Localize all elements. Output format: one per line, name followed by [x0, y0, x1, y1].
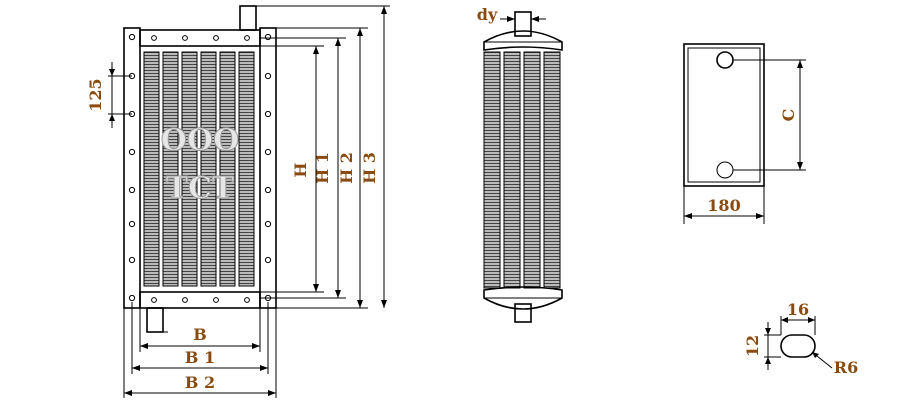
dim-dy — [500, 16, 546, 22]
dim-label-b1: B 1 — [185, 348, 215, 367]
dim-label-16: 16 — [787, 300, 809, 319]
dim-label-h3: H 3 — [360, 152, 379, 184]
side-finned-tubes — [483, 51, 561, 289]
dim-label-r6: R6 — [834, 358, 858, 377]
slot-detail: 16 12 R6 — [743, 300, 858, 377]
finned-tube — [238, 51, 255, 287]
dim-label-h: H — [291, 162, 310, 177]
dim-label-dy: dy — [477, 5, 498, 24]
dim-label-c: C — [779, 109, 798, 122]
side-finned-tube — [483, 51, 501, 289]
dim-label-12: 12 — [743, 335, 762, 357]
dim-label-125: 125 — [86, 78, 105, 111]
finned-tube — [200, 51, 217, 287]
top-header — [139, 29, 261, 47]
watermark-line1: ООО — [161, 123, 239, 158]
side-finned-tube — [543, 51, 561, 289]
right-flange — [259, 27, 277, 309]
flange-holes — [128, 33, 272, 303]
flange-plate-outer — [683, 43, 765, 187]
finned-tube — [143, 51, 160, 287]
side-view: dy — [477, 5, 563, 323]
dim-c — [733, 59, 806, 171]
finned-tube — [219, 51, 236, 287]
dim-12 — [764, 322, 781, 370]
bottom-pipe-stub — [146, 307, 164, 333]
dim-16 — [780, 316, 816, 335]
side-finned-tube — [503, 51, 521, 289]
finned-tubes — [143, 51, 255, 287]
bottom-header — [139, 291, 261, 309]
slot-shape — [780, 334, 816, 358]
finned-tube — [162, 51, 179, 287]
dim-heights — [163, 5, 390, 333]
dim-widths — [123, 302, 277, 398]
top-pipe-stub — [239, 5, 257, 31]
finned-tube — [181, 51, 198, 287]
flange-plate-inner — [687, 47, 761, 183]
flange-port-top — [716, 51, 734, 69]
side-finned-tube — [523, 51, 541, 289]
side-nozzle-bottom — [514, 303, 532, 323]
front-view: ООО ТСТ 125 — [86, 5, 390, 398]
dim-label-b2: B 2 — [185, 373, 215, 392]
dim-label-b: B — [193, 325, 207, 344]
dim-180 — [683, 186, 765, 224]
watermark-line2: ТСТ — [166, 171, 235, 206]
dim-label-h1: H 1 — [313, 152, 332, 184]
left-flange — [123, 27, 141, 309]
side-top-dome — [483, 30, 563, 51]
flange-port-bottom — [716, 161, 734, 179]
dim-label-h2: H 2 — [337, 152, 356, 184]
flange-view: C 180 — [683, 43, 806, 224]
dim-125 — [108, 62, 132, 128]
side-nozzle-top — [514, 11, 532, 37]
dim-label-180: 180 — [707, 196, 740, 215]
